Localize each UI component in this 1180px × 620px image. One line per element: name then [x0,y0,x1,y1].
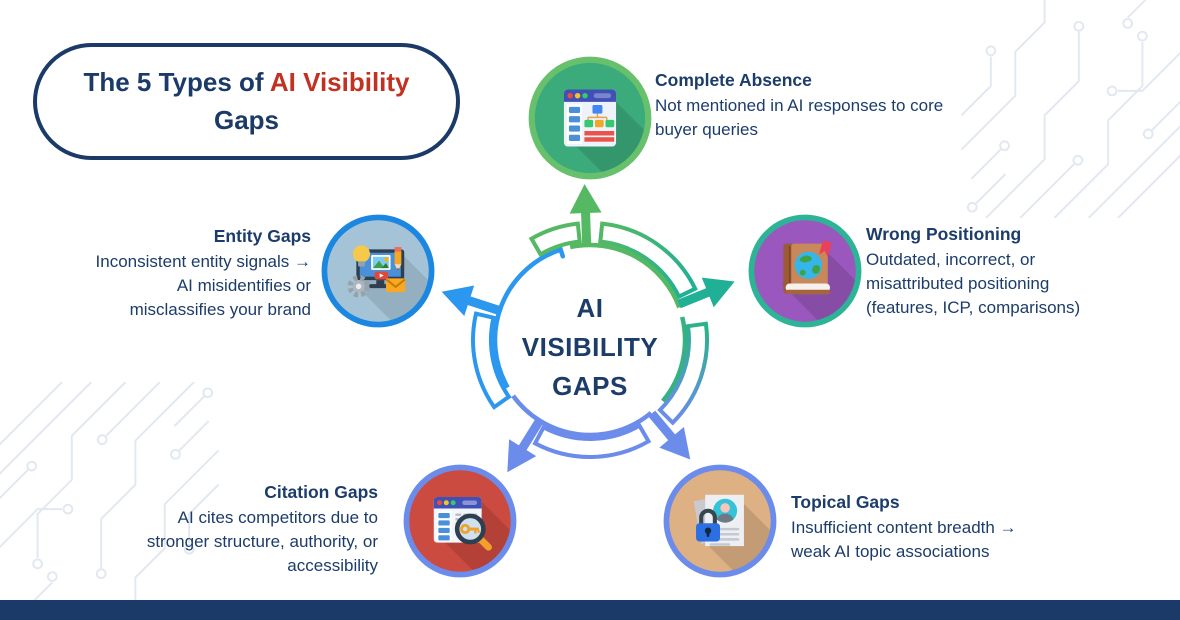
bookmark [818,240,832,258]
node-entity-gaps [321,214,435,328]
gap-description: Outdated, incorrect, or misattributed po… [866,250,1081,318]
cycle-arrow-topical-gaps [648,410,691,460]
monitor-content-icon [321,214,435,328]
gap-topical-gaps: Topical Gaps Insufficient content breadt… [791,492,1041,564]
cycle-band-bottom [532,422,652,459]
gap-title: Wrong Positioning [866,224,1022,244]
gap-citation-gaps: Citation Gaps AI cites competitors due t… [123,482,378,578]
node-ring [663,464,777,578]
cycle-band-upper-right [598,221,698,300]
node-ring [528,56,652,180]
node-ring [403,464,517,578]
gap-title: Entity Gaps [213,226,311,246]
node-ring [748,214,862,328]
gap-description: Not mentioned in AI responses to core bu… [655,96,944,140]
title-line-2: Gaps [213,104,280,135]
node-topical-gaps [663,464,777,578]
footer-bar [0,600,1180,620]
cycle-band-top [528,221,582,258]
gap-description: Inconsistent entity signals → AI misiden… [95,252,311,320]
book [783,240,832,295]
center-label-line: VISIBILITY [521,332,659,362]
envelope [385,278,406,293]
title-highlight: AI Visibility [269,66,410,97]
circuit-decoration-top-right [960,0,1180,218]
gap-entity-gaps: Entity Gaps Inconsistent entity signals … [86,226,311,322]
gap-complete-absence: Complete Absence Not mentioned in AI res… [655,70,975,142]
node-complete-absence [528,56,652,180]
cycle-ring-tick [555,237,566,259]
cycle-arrow-complete-absence [569,184,602,245]
title-text: The 5 Types of [83,66,264,97]
gap-description: AI cites competitors due to stronger str… [146,508,378,576]
book-globe-icon [748,214,862,328]
node-ring [321,214,435,328]
gap-wrong-positioning: Wrong Positioning Outdated, incorrect, o… [866,224,1096,320]
title-line-1: The 5 Types of AI Visibility [37,64,456,102]
center-label-line: GAPS [552,371,628,401]
browser-key-search-icon [403,464,517,578]
center-label: AI VISIBILITY GAPS [490,289,690,406]
node-wrong-positioning [748,214,862,328]
gap-title: Topical Gaps [791,492,900,512]
gap-title: Complete Absence [655,70,812,90]
center-label-line: AI [576,293,604,323]
gear [347,275,370,298]
browser-sitemap-icon [528,56,652,180]
node-citation-gaps [403,464,517,578]
title-banner: The 5 Types of AI Visibility Gaps [33,43,460,160]
gap-description: Insufficient content breadth → weak AI t… [791,518,1017,562]
padlock [696,508,720,542]
locked-profile-document-icon [663,464,777,578]
pencil [394,247,402,271]
gap-title: Citation Gaps [264,482,378,502]
lightbulb [352,245,371,267]
magnifier-key [454,513,492,551]
browser-window [563,89,617,147]
